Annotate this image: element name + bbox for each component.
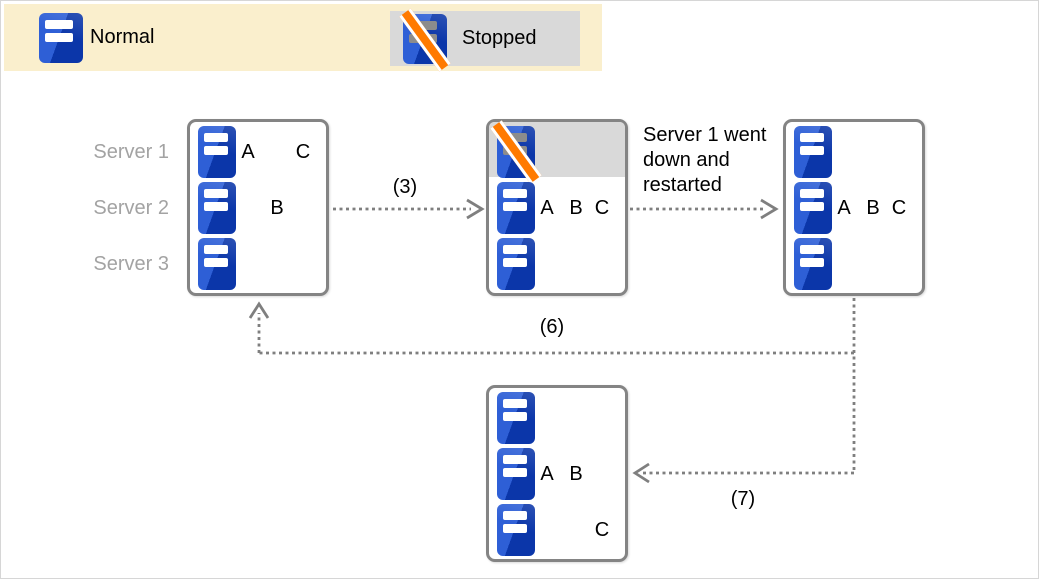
server-3-row: C	[497, 504, 617, 556]
server-1-row	[497, 392, 617, 444]
server-3-row	[497, 238, 617, 290]
legend-stopped-label: Stopped	[462, 27, 537, 49]
annotation-server1-restart: Server 1 went down and restarted	[643, 123, 793, 198]
app-letter: C	[594, 197, 610, 219]
normal-server-icon	[497, 448, 535, 500]
app-letter: A	[540, 197, 554, 219]
app-letter: B	[270, 197, 284, 219]
arrow-label-3: (3)	[392, 176, 418, 198]
stop-slash-icon	[490, 120, 542, 184]
server-2-row: A B C	[497, 182, 617, 234]
normal-server-icon	[497, 504, 535, 556]
server-bay-icon	[45, 20, 73, 29]
server-2-row: A B C	[794, 182, 914, 234]
normal-server-icon	[497, 238, 535, 290]
server-3-row	[198, 238, 318, 290]
server-3-row-label: Server 3	[93, 253, 169, 275]
server-2-row: B	[198, 182, 318, 234]
arrow-label-6: (6)	[539, 316, 565, 338]
app-letter: C	[295, 141, 311, 163]
server-2-row-label: Server 2	[93, 197, 169, 219]
server-2-row: A B	[497, 448, 617, 500]
arrow-6-head	[248, 301, 270, 319]
normal-server-icon	[198, 126, 236, 178]
app-letter: B	[569, 197, 583, 219]
normal-server-icon	[497, 392, 535, 444]
normal-server-icon	[794, 238, 832, 290]
normal-server-icon	[497, 182, 535, 234]
arrow-label-7: (7)	[730, 488, 756, 510]
server-3-row	[794, 238, 914, 290]
cluster-box-initial: A C B	[187, 119, 329, 296]
stopped-server-icon	[399, 8, 451, 72]
server-1-row	[794, 126, 914, 178]
app-letter: A	[837, 197, 851, 219]
legend-stopped-chip: Stopped	[390, 8, 580, 72]
cluster-box-rebalanced: A B C	[486, 385, 628, 562]
app-letter: C	[891, 197, 907, 219]
app-letter: A	[241, 141, 255, 163]
server-1-row	[490, 120, 617, 184]
annotation-line: down and	[643, 149, 730, 171]
annotation-line: restarted	[643, 174, 722, 196]
arrow-3-head	[466, 198, 485, 220]
cluster-box-failed: A B C	[486, 119, 628, 296]
server-1-row-label: Server 1	[93, 141, 169, 163]
normal-server-icon	[794, 126, 832, 178]
app-letter: A	[540, 463, 554, 485]
normal-server-icon	[39, 13, 83, 63]
app-letter: B	[866, 197, 880, 219]
cluster-box-restarted: A B C	[783, 119, 925, 296]
annotation-line: Server 1 went	[643, 124, 767, 146]
normal-server-icon	[794, 182, 832, 234]
stop-slash-icon	[399, 8, 451, 72]
arrow-7-head	[632, 462, 650, 484]
legend-normal-label: Normal	[90, 26, 155, 48]
stopped-server-icon	[490, 120, 542, 184]
app-letter: C	[594, 519, 610, 541]
app-letter: B	[569, 463, 583, 485]
legend: Normal Stopped	[4, 4, 602, 72]
arrow-4-head	[760, 198, 779, 220]
server-1-row: A C	[198, 126, 318, 178]
server-bay-icon	[45, 33, 73, 42]
normal-server-icon	[198, 182, 236, 234]
normal-server-icon	[198, 238, 236, 290]
